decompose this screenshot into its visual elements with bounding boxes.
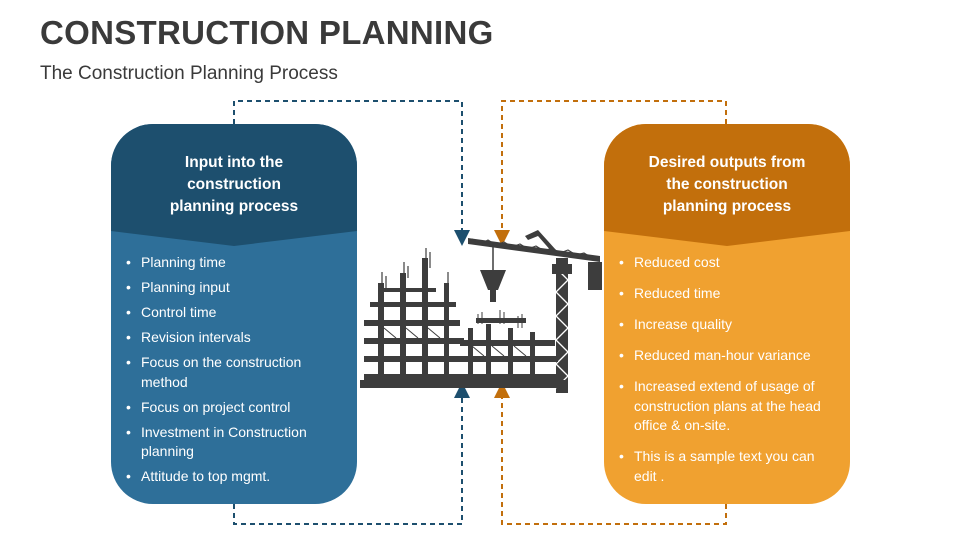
input-card-heading: Input into the construction planning pro… [169,154,299,215]
bullet-icon: • [126,468,131,484]
bullet-icon: • [126,398,131,415]
output-card-header-pointer [604,228,850,246]
list-item: •Planning time [111,253,355,273]
bullet-icon: • [619,347,624,363]
list-item: •Revision intervals [111,328,355,348]
input-bottom-connector [233,382,470,525]
list-item: •Attitude to top mgmt. [111,467,355,487]
list-item: •Investment in Construction planning [126,423,307,460]
bullet-icon: • [126,423,131,440]
list-item: •Focus on project control [111,398,355,418]
building-under-construction-with-crane-icon [360,230,602,393]
output-card-header: Desired outputs from the construction pl… [604,124,850,228]
page-title: CONSTRUCTION PLANNING [40,14,494,51]
list-item: •Focus on the construction method [126,354,302,390]
output-card: Desired outputs from the construction pl… [604,124,850,504]
bullet-icon: • [619,448,624,464]
list-item: •Control time [111,303,355,323]
list-item: •Planning input [111,278,355,298]
output-card-list: •Reduced cost •Reduced time •Increase qu… [604,253,848,498]
bullet-icon: • [619,316,624,332]
bullet-icon: • [619,285,624,301]
list-item: •Reduced time [604,284,848,304]
list-item: •Reduced man-hour variance [604,346,848,366]
bullet-icon: • [619,254,624,270]
bullet-icon: • [126,279,131,295]
list-item: •Increase quality [604,315,848,335]
output-top-connector [494,100,727,246]
list-item: •This is a sample text you can edit . [619,448,815,484]
bullet-icon: • [126,354,131,370]
bullet-icon: • [619,378,624,394]
input-card: Input into the construction planning pro… [111,124,357,504]
page-subtitle: The Construction Planning Process [40,63,338,84]
input-card-header: Input into the construction planning pro… [111,124,357,228]
bullet-icon: • [126,329,131,345]
bullet-icon: • [126,304,131,320]
input-card-header-pointer [111,228,357,246]
list-item: •Reduced cost [604,253,848,273]
input-card-list: •Planning time •Planning input •Control … [111,253,355,492]
input-top-connector [233,100,470,246]
output-card-heading: Desired outputs from the construction pl… [648,154,806,215]
output-bottom-connector [494,382,727,525]
bullet-icon: • [126,254,131,270]
list-item: •Increased extend of usage of constructi… [619,378,821,433]
